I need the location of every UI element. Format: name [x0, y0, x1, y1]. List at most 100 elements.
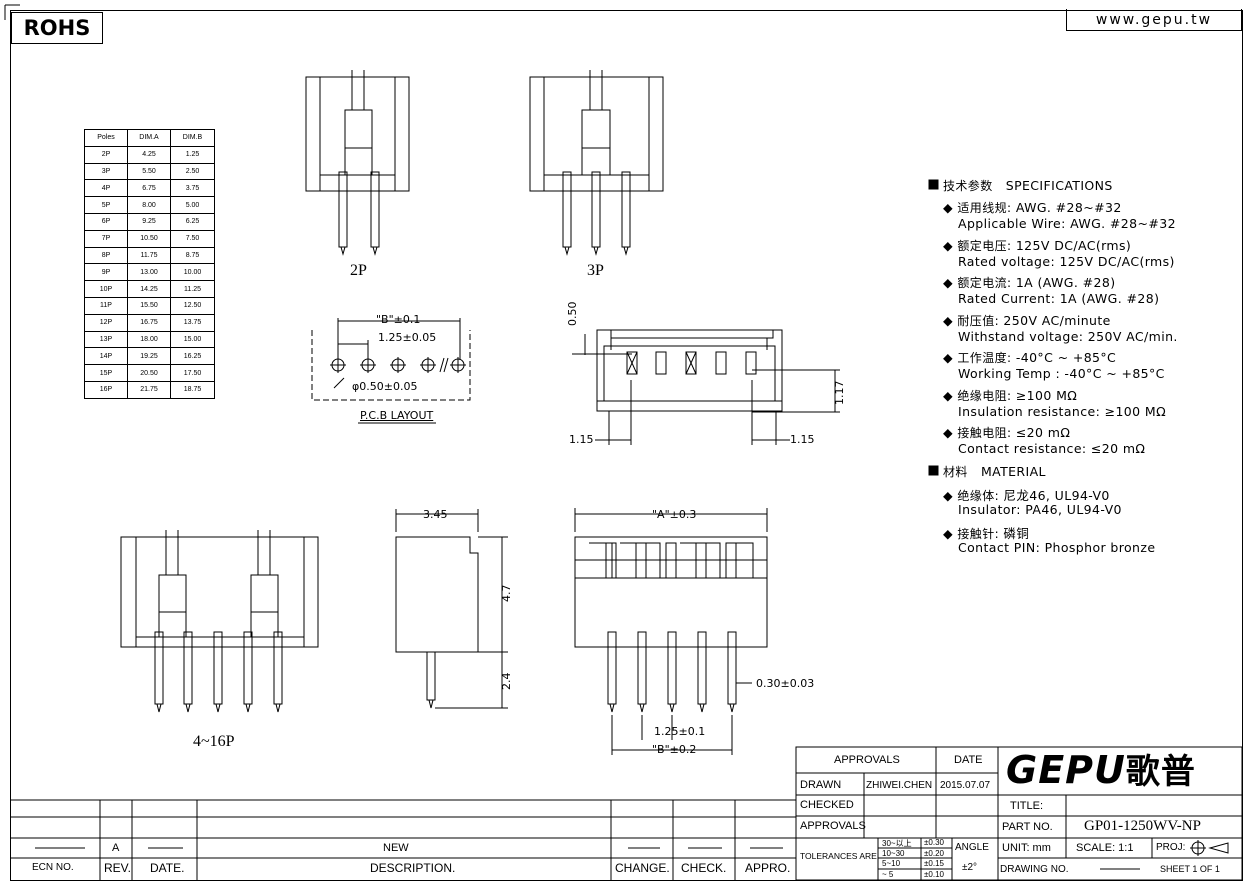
tolerance-range: 10~30: [882, 848, 905, 858]
tb-drawn-by: ZHIWEI.CHEN: [866, 780, 933, 791]
title-block-lines: [795, 746, 1243, 881]
view-end: [395, 509, 508, 709]
material-heading-cn: 材料: [943, 465, 968, 479]
label-appro: APPRO.: [745, 861, 791, 875]
cell-poles: 14P: [84, 347, 128, 366]
view-4-16p: [120, 530, 319, 713]
cell-dim-a: 14.25: [127, 280, 171, 298]
tb-sheet: SHEET 1 OF 1: [1160, 864, 1220, 874]
cell-poles: 6P: [84, 212, 128, 231]
dim-pitch-pcb: 1.25±0.05: [378, 331, 437, 344]
cell-dim-b: 15.00: [170, 330, 215, 349]
rohs-badge: ROHS: [11, 12, 103, 44]
cell-dim-b: 18.75: [170, 380, 215, 399]
cell-dim-a: 20.50: [127, 364, 171, 382]
label-check: CHECK.: [681, 861, 727, 875]
cell-poles: 2P: [84, 145, 128, 164]
cell-dim-b: 13.75: [170, 313, 215, 332]
tb-angle-val: ±2°: [962, 862, 978, 873]
cell-dim-a: 10.50: [127, 229, 171, 248]
spec-item-en: Insulation resistance: ≥100 MΩ: [958, 403, 1167, 419]
cell-dim-b: 8.75: [170, 246, 215, 265]
spec-item-cn-label: 绝缘体:: [957, 489, 1000, 503]
label-rev: REV.: [104, 861, 131, 875]
tolerance-value: ±0.15: [924, 859, 944, 868]
cell-poles: 13P: [84, 330, 128, 349]
spec-heading-en: SPECIFICATIONS: [1005, 178, 1113, 193]
cell-dim-b: 2.50: [170, 162, 215, 181]
col-dim-a: DIM.A: [127, 129, 171, 147]
spec-item-cn-value: 250V AC/minute: [1003, 312, 1111, 328]
view-2p: [305, 70, 410, 256]
tb-angle: ANGLE: [955, 842, 989, 853]
cell-dim-a: 18.00: [127, 330, 171, 349]
dim-hole: φ0.50±0.05: [352, 380, 418, 393]
dim-050: 0.50: [566, 301, 579, 327]
dim-pin: 0.30±0.03: [756, 677, 815, 690]
spec-item-cn-value: AWG. #28~#32: [1015, 200, 1122, 215]
cell-poles: 3P: [84, 162, 128, 181]
label-3p: 3P: [587, 262, 604, 279]
tb-date: DATE: [954, 754, 983, 766]
revision-table-lines: [10, 799, 796, 880]
spec-item-en: Rated Current: 1A (AWG. #28): [958, 291, 1160, 306]
tb-proj: PROJ:: [1156, 842, 1186, 853]
spec-item-cn-label: 额定电流:: [957, 276, 1012, 290]
cell-dim-b: 5.00: [170, 196, 215, 214]
tb-unit: UNIT: mm: [1002, 842, 1051, 854]
cell-dim-a: 5.50: [127, 162, 171, 181]
table-header-row: Poles DIM.A DIM.B: [84, 129, 215, 147]
cell-dim-a: 11.75: [127, 246, 171, 265]
spec-item-cn: ◆ 适用线规: AWG. #28~#32: [943, 200, 1122, 215]
spec-item-cn-value: 磷铜: [1003, 525, 1030, 541]
cell-poles: 9P: [84, 263, 128, 282]
cell-dim-a: 15.50: [127, 296, 171, 315]
spec-item-cn: ◆ 接触针: 磷铜: [943, 525, 1030, 541]
material-heading: 材料 MATERIAL: [943, 463, 1046, 480]
tb-drawing-no: DRAWING NO.: [1000, 864, 1069, 875]
tolerance-value: ±0.20: [924, 848, 944, 858]
spec-item-cn-value: -40°C ~ +85°C: [1015, 350, 1117, 365]
dim-345: 3.45: [423, 508, 448, 521]
dim-a: "A"±0.3: [652, 508, 697, 521]
tolerance-value: ±0.30: [924, 838, 944, 847]
tolerance-range: ~ 5: [882, 869, 894, 879]
dim-pitch: 1.25±0.1: [654, 725, 706, 738]
label-2p: 2P: [350, 262, 367, 279]
spec-item-cn-value: 125V DC/AC(rms): [1015, 237, 1132, 253]
cell-dim-b: 12.50: [170, 296, 215, 315]
tb-approvals-2: APPROVALS: [800, 820, 866, 832]
tb-checked: CHECKED: [800, 799, 854, 811]
pcb-layout-title: P.C.B LAYOUT: [360, 409, 434, 422]
spec-item-cn-label: 适用线规:: [957, 201, 1012, 215]
spec-heading: 技术参数 SPECIFICATIONS: [943, 177, 1113, 194]
tb-title: TITLE:: [1010, 800, 1044, 812]
cell-dim-a: 19.25: [127, 347, 171, 366]
label-4-16p: 4~16P: [193, 733, 235, 750]
spec-item-cn: ◆ 工作温度: -40°C ~ +85°C: [943, 350, 1117, 365]
gepu-logo-cn: 歌普: [1125, 752, 1196, 792]
website-label: www.gepu.tw: [1066, 9, 1242, 31]
gepu-logo-text: GEPU: [1006, 748, 1126, 792]
view-3p: [529, 70, 664, 256]
dim-b: "B"±0.2: [652, 743, 697, 756]
view-front: [574, 508, 768, 755]
cell-poles: 8P: [84, 246, 128, 265]
cell-dim-b: 6.25: [170, 212, 215, 231]
spec-item-cn: ◆ 额定电压: 125V DC/AC(rms): [943, 237, 1132, 253]
rev-letter: A: [112, 842, 120, 854]
view-pcb-layout: [311, 318, 471, 424]
material-heading-en: MATERIAL: [980, 464, 1046, 479]
cell-poles: 15P: [84, 364, 128, 382]
